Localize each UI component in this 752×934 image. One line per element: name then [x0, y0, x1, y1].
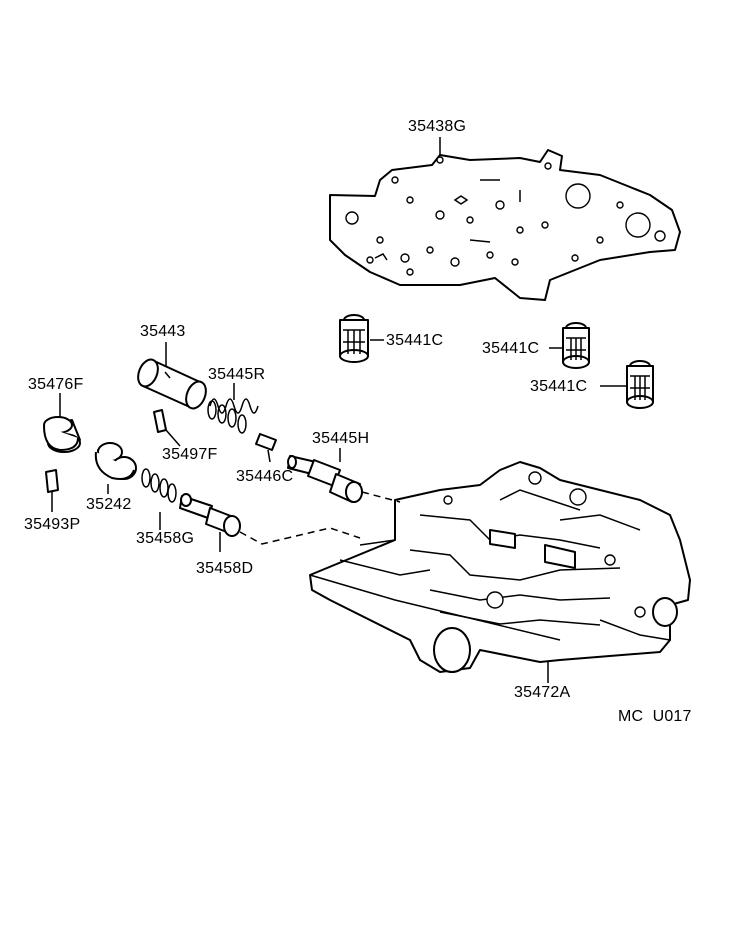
pin-35446C — [255, 433, 277, 463]
key-35497F — [153, 409, 181, 447]
plug-35476F — [43, 416, 81, 453]
part-label-35443: 35443 — [140, 323, 186, 340]
valve-35458D — [179, 493, 241, 552]
part-label-35446C: 35446C — [236, 468, 294, 485]
part-label-35441C-a: 35441C — [386, 332, 444, 349]
part-label-35438G: 35438G — [408, 118, 467, 135]
separator-plate — [329, 149, 681, 301]
spring-35458G — [141, 468, 177, 530]
part-label-35445H: 35445H — [312, 430, 370, 447]
part-label-35476F: 35476F — [28, 376, 84, 393]
part-label-35472A: 35472A — [514, 684, 571, 701]
part-label-35441C-c: 35441C — [530, 378, 588, 395]
plug-35242 — [94, 442, 137, 494]
part-label-35493P: 35493P — [24, 516, 81, 533]
diagram-code: MC U017 — [618, 708, 692, 725]
filter-a — [339, 314, 369, 363]
filter-b — [562, 322, 590, 369]
assembly-line-upper — [361, 491, 401, 503]
filter-c — [626, 360, 654, 409]
leader-lines — [59, 137, 627, 683]
key-35493P — [45, 469, 59, 512]
part-label-35445R: 35445R — [208, 366, 266, 383]
valve-sleeve — [137, 358, 207, 410]
part-label-35497F: 35497F — [162, 446, 218, 463]
assembly-line-lower — [239, 527, 361, 545]
part-label-35458D: 35458D — [196, 560, 254, 577]
part-label-35441C-b: 35441C — [482, 340, 540, 357]
part-label-35458G: 35458G — [136, 530, 195, 547]
spring-35445R — [207, 398, 259, 434]
valve-body — [309, 461, 691, 673]
valve-35445H — [287, 455, 363, 503]
part-label-35242: 35242 — [86, 496, 132, 513]
